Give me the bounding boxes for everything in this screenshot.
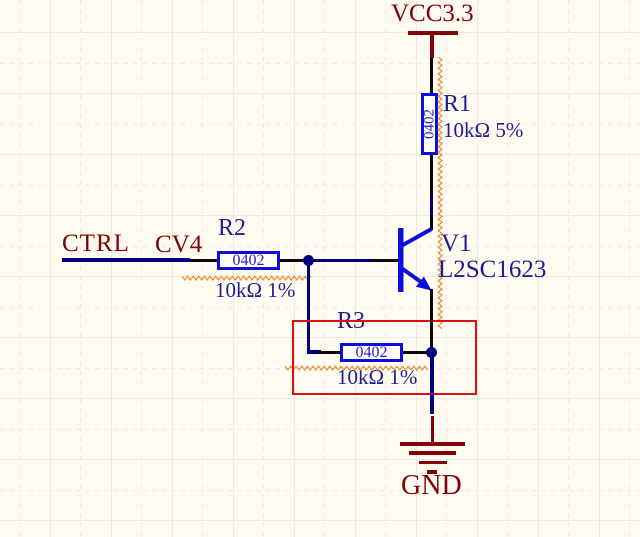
r1-footprint-label: 0402 xyxy=(421,109,437,139)
v1-designator-label[interactable]: V1 xyxy=(441,230,472,257)
wire-r1-to-collector[interactable] xyxy=(430,196,433,218)
vcc-power-bar-symbol[interactable] xyxy=(408,31,458,35)
r3-right-pin[interactable] xyxy=(403,350,427,354)
npn-transistor-symbol[interactable] xyxy=(368,218,438,298)
gnd-net-label[interactable]: GND xyxy=(401,470,462,501)
transistor-base-bar xyxy=(398,228,404,292)
gnd-bar-4[interactable] xyxy=(427,470,437,474)
r3-value-label[interactable]: 10kΩ 1% xyxy=(337,365,418,389)
net-squiggle-marker-r3 xyxy=(285,365,428,371)
v1-emitter-pin-wire[interactable] xyxy=(430,289,433,349)
junction-dot-emitter xyxy=(426,347,437,358)
r3-left-pin[interactable] xyxy=(318,350,340,354)
resistor-r3-body[interactable]: 0402 xyxy=(340,343,403,362)
r2-value-label[interactable]: 10kΩ 1% xyxy=(215,278,296,302)
emitter-arrow-icon xyxy=(415,276,432,291)
wire-vcc-to-r1[interactable] xyxy=(430,58,433,93)
cv4-net-label[interactable]: CV4 xyxy=(155,231,203,258)
r2-right-pin[interactable] xyxy=(280,258,306,262)
net-squiggle-marker-r2 xyxy=(182,275,312,281)
vcc-power-stem[interactable] xyxy=(430,34,434,58)
vcc-net-label[interactable]: VCC3.3 xyxy=(391,0,474,27)
net-squiggle-marker-vertical xyxy=(437,57,443,330)
v1-base-pin[interactable] xyxy=(372,258,398,262)
v1-partnumber-label[interactable]: L2SC1623 xyxy=(438,256,547,283)
resistor-r1-body[interactable] xyxy=(421,93,438,155)
wire-to-r3[interactable] xyxy=(306,350,321,354)
r1-designator-label[interactable]: R1 xyxy=(443,91,472,117)
r2-designator-label[interactable]: R2 xyxy=(218,215,247,241)
wire-ctrl-input[interactable] xyxy=(62,258,190,262)
gnd-bar-1[interactable] xyxy=(400,441,465,446)
r1-bottom-pin[interactable] xyxy=(430,155,433,198)
wire-emitter-to-gnd[interactable] xyxy=(430,353,434,414)
gnd-bar-3[interactable] xyxy=(419,460,447,464)
r2-footprint-label: 0402 xyxy=(232,251,265,269)
transistor-emitter-line xyxy=(400,266,423,284)
r2-left-pin[interactable] xyxy=(190,258,217,262)
transistor-collector-line xyxy=(401,227,433,248)
highlight-box-r3 xyxy=(292,320,477,395)
gnd-stem[interactable] xyxy=(430,416,434,443)
wire-junction-to-base[interactable] xyxy=(312,258,372,262)
r3-footprint-label: 0402 xyxy=(355,343,388,361)
resistor-r2-body[interactable]: 0402 xyxy=(217,251,280,270)
gnd-bar-2[interactable] xyxy=(409,451,456,455)
r1-value-label[interactable]: 10kΩ 5% xyxy=(443,118,524,142)
v1-collector-pin[interactable] xyxy=(430,216,433,230)
wire-junction-down[interactable] xyxy=(306,260,310,353)
ctrl-net-label[interactable]: CTRL xyxy=(62,230,130,257)
